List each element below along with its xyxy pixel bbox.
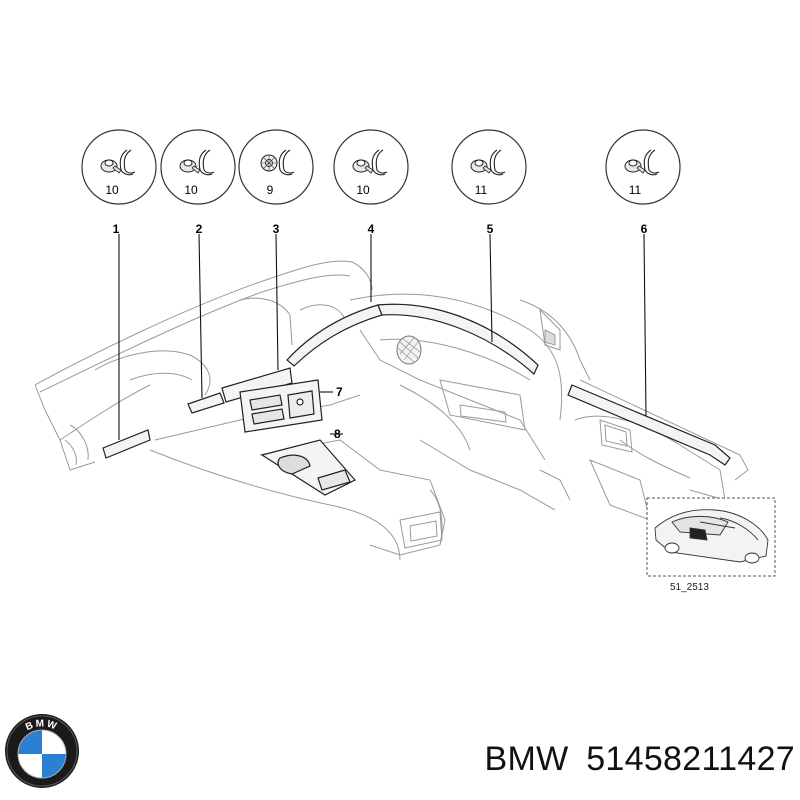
clip-number: 11 [475, 183, 488, 197]
bmw-logo: BMW [5, 714, 79, 788]
inset-car-thumbnail: 51_2513 [646, 497, 776, 593]
clip-circle-3: 9 [238, 129, 314, 205]
trim-part-4 [286, 304, 383, 367]
part-label-7: 7 [336, 385, 343, 399]
trim-part-8 [260, 439, 356, 496]
inset-reference-code: 51_2513 [670, 582, 709, 593]
clip-number: 10 [356, 183, 370, 197]
trim-part-2 [187, 392, 225, 414]
part-label-5: 5 [487, 222, 494, 236]
clip-circle-2: 10 [160, 129, 236, 205]
clip-number: 10 [184, 183, 198, 197]
clip-number: 10 [105, 183, 119, 197]
trim-part-6 [567, 384, 731, 466]
logo-letters: BMW [24, 718, 58, 733]
trim-part-7 [239, 379, 323, 433]
clip-number: 9 [267, 183, 274, 197]
part-caption: BMW 51458211427 [410, 740, 795, 779]
part-label-2: 2 [196, 222, 203, 236]
clip-circle-5: 11 [451, 129, 527, 205]
trim-pieces [102, 303, 731, 496]
trim-part-3 [221, 367, 293, 403]
caption-brand: BMW [484, 740, 569, 778]
clip-number: 11 [629, 183, 642, 197]
caption-part-number: 51458211427 [586, 740, 795, 778]
trim-part-5 [377, 303, 539, 375]
leader-lines [118, 233, 647, 440]
clip-circle-1: 10 [81, 129, 157, 205]
part-label-3: 3 [273, 222, 280, 236]
part-label-1: 1 [113, 222, 120, 236]
trim-part-1 [102, 429, 151, 459]
clip-circle-4: 10 [333, 129, 409, 205]
clip-circle-6: 11 [605, 129, 681, 205]
part-label-4: 4 [368, 222, 375, 236]
svg-text:BMW: BMW [24, 718, 60, 733]
part-label-8: 8 [334, 427, 341, 441]
part-label-6: 6 [641, 222, 648, 236]
